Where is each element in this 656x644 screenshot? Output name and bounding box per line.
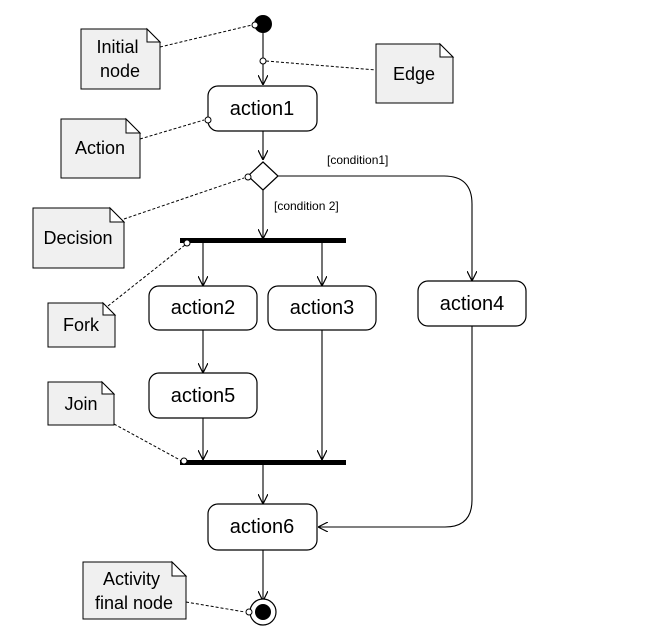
anchor-fork [107, 244, 186, 307]
note-decision: Decision [32, 206, 126, 269]
anchor-activity-final [185, 601, 246, 613]
anchor-action [139, 119, 205, 140]
note-edge: Edge [375, 42, 455, 104]
note-fork: Fork [47, 301, 117, 348]
note-activity-final-line1: Activity [103, 569, 160, 589]
condition1-guard: [condition1] [327, 153, 388, 167]
action5-label: action5 [171, 385, 236, 407]
control-flow-edges [203, 33, 472, 601]
action2-node: action2 [148, 285, 258, 331]
note-activity-final-line2: final node [95, 593, 173, 613]
note-decision-label: Decision [43, 228, 112, 248]
edge-decision-to-action4 [278, 175, 472, 281]
activity-final-node [249, 598, 277, 626]
note-join: Join [47, 380, 116, 426]
anchor-decision [123, 177, 245, 220]
action3-label: action3 [290, 297, 355, 319]
note-fork-label: Fork [63, 315, 100, 335]
action1-label: action1 [230, 98, 295, 120]
note-initial-node-line1: Initial [96, 37, 138, 57]
condition2-guard: [condition 2] [274, 199, 339, 213]
fork-bar [180, 238, 346, 243]
note-edge-label: Edge [393, 64, 435, 84]
anchor-dot-decision [244, 173, 252, 181]
note-action-label: Action [75, 138, 125, 158]
note-action: Action [60, 117, 142, 179]
anchor-dot-action [204, 116, 212, 124]
note-activity-final-node: Activity final node [82, 560, 188, 620]
decision-node [247, 161, 279, 191]
join-bar [180, 460, 346, 465]
note-anchors [107, 21, 377, 616]
anchor-edge [265, 60, 377, 71]
action4-label: action4 [440, 293, 505, 315]
note-join-label: Join [64, 394, 97, 414]
edge-action4-to-action6 [318, 326, 473, 527]
anchor-dot-final [245, 608, 253, 616]
action2-label: action2 [171, 297, 236, 319]
anchor-join [113, 423, 181, 461]
note-initial-node-line2: node [100, 61, 140, 81]
action4-node: action4 [417, 280, 527, 327]
action1-node: action1 [207, 85, 318, 132]
note-initial-node: Initial node [80, 27, 162, 90]
action6-node: action6 [207, 503, 318, 551]
anchor-dot-fork [183, 239, 191, 247]
initial-node [254, 15, 272, 33]
action3-node: action3 [267, 285, 377, 331]
action6-label: action6 [230, 516, 295, 538]
anchor-initial-node [159, 24, 253, 48]
svg-text:Activity final node: Activity final node [95, 569, 173, 613]
action5-node: action5 [148, 372, 258, 419]
anchor-dot-join [180, 457, 188, 465]
anchor-dot-edge [259, 57, 267, 65]
svg-text:Initial node: Initial node [96, 37, 143, 81]
anchor-dot-initial [251, 21, 259, 29]
